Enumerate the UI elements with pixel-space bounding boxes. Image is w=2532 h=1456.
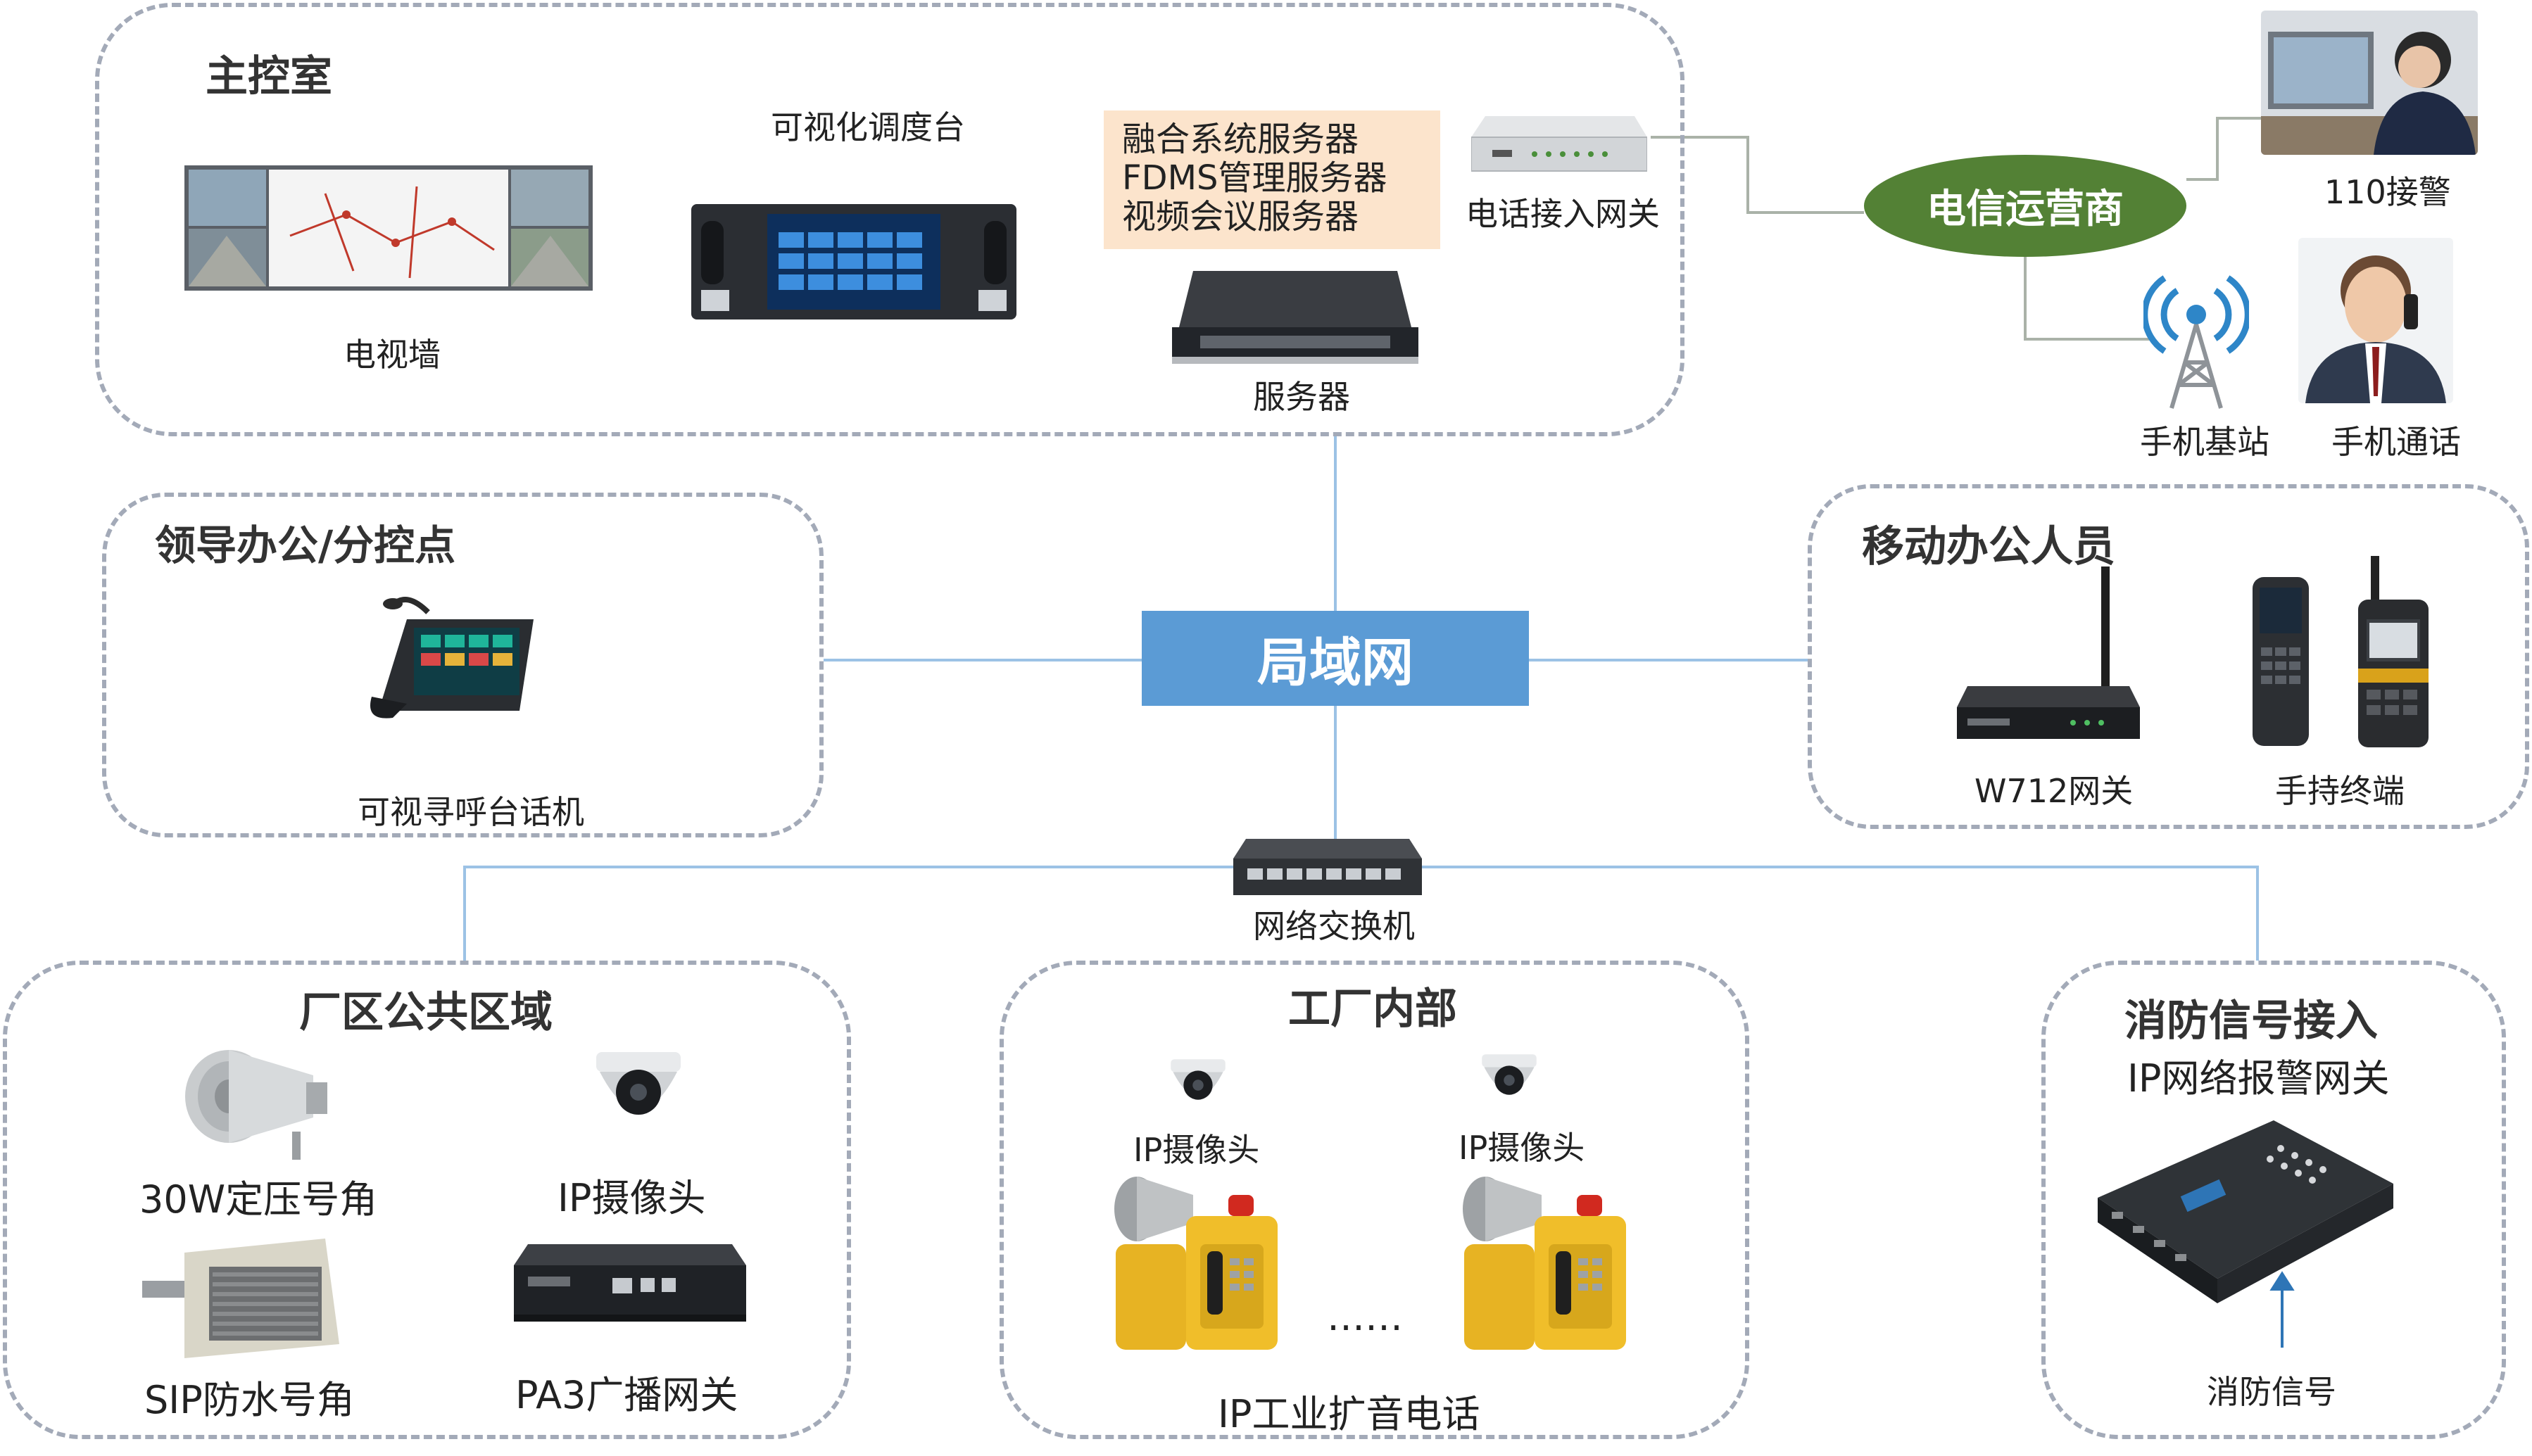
industrial-phone-1-icon: [1114, 1177, 1278, 1350]
base-station-icon: [2143, 275, 2249, 409]
line-gateway-to-carrier: [1651, 136, 1864, 214]
handheld-terminal-label: 手持终端: [2275, 772, 2405, 810]
factory-camera-2-icon: [1482, 1054, 1537, 1095]
industrial-phone-2-icon: [1463, 1177, 1626, 1350]
server-item: 融合系统服务器: [1122, 120, 1359, 159]
fire-title: 消防信号接入: [2124, 996, 2378, 1046]
office-title: 领导办公/分控点: [155, 521, 456, 569]
horn-speaker-icon: [185, 1050, 327, 1160]
zone-leader-office: [102, 493, 824, 837]
video-wall-icon: [184, 165, 593, 291]
public-area-title: 厂区公共区域: [299, 988, 553, 1037]
network-switch-label: 网络交换机: [1253, 907, 1415, 945]
base-station-label: 手机基站: [2140, 423, 2269, 461]
sip-horn-label: SIP防水号角: [144, 1378, 355, 1422]
w712-gateway-icon: [1957, 566, 2140, 739]
pa3-gateway-label: PA3广播网关: [515, 1373, 738, 1417]
lan-node: 局域网: [1142, 611, 1529, 706]
dispatch-console-icon: [691, 204, 1016, 319]
zone-factory-inside: [1000, 961, 1749, 1439]
carrier-node: 电信运营商: [1864, 155, 2186, 257]
pa3-gateway-icon: [514, 1244, 746, 1322]
phone-gateway-label: 电话接入网关: [1466, 195, 1660, 233]
sip-horn-icon: [142, 1239, 339, 1358]
phone-gateway-icon: [1471, 116, 1647, 172]
network-switch-icon: [1233, 839, 1422, 895]
police-operator-photo: [2261, 11, 2478, 155]
ip-camera-label: IP摄像头: [558, 1176, 706, 1220]
factory-title: 工厂内部: [1288, 985, 1457, 1034]
alarm-gateway-icon: [2098, 1120, 2393, 1303]
server-icon: [1172, 271, 1418, 364]
industrial-phone-label: IP工业扩音电话: [1218, 1392, 1480, 1436]
fire-signal-label: 消防信号: [2207, 1373, 2336, 1411]
server-item: 视频会议服务器: [1122, 197, 1359, 236]
mobile-call-label: 手机通话: [2331, 423, 2461, 461]
w712-gateway-label: W712网关: [1974, 772, 2134, 810]
line-carrier-to-basestation: [2024, 257, 2154, 341]
server-list-box: 融合系统服务器 FDMS管理服务器 视频会议服务器: [1104, 110, 1440, 249]
console-label: 可视化调度台: [771, 108, 965, 146]
alarm-gateway-title: IP网络报警网关: [2127, 1056, 2390, 1101]
server-item: FDMS管理服务器: [1122, 158, 1387, 198]
factory-camera-1-icon: [1171, 1059, 1226, 1100]
video-wall-label: 电视墙: [344, 336, 441, 374]
mobile-call-photo: [2298, 238, 2453, 403]
video-paging-phone-icon: [370, 597, 534, 718]
line-carrier-to-police: [2186, 117, 2261, 181]
mobile-title: 移动办公人员: [1862, 522, 2115, 571]
server-label: 服务器: [1253, 378, 1350, 416]
zone-fire-signal: [2041, 961, 2506, 1439]
ellipsis: ……: [1327, 1295, 1403, 1339]
horn-speaker-label: 30W定压号角: [139, 1177, 378, 1222]
video-paging-phone-label: 可视寻呼台话机: [358, 793, 584, 831]
handheld-terminal-icon: [2253, 556, 2429, 747]
police-label: 110接警: [2324, 173, 2451, 211]
factory-camera-1-label: IP摄像头: [1133, 1131, 1260, 1169]
zone-public-area: [3, 961, 851, 1439]
zone-mobile-staff: [1808, 484, 2529, 829]
ip-camera-icon: [596, 1052, 681, 1115]
factory-camera-2-label: IP摄像头: [1459, 1129, 1585, 1167]
zone-main-control-room: [95, 3, 1684, 436]
main-room-title: 主控室: [206, 52, 332, 101]
